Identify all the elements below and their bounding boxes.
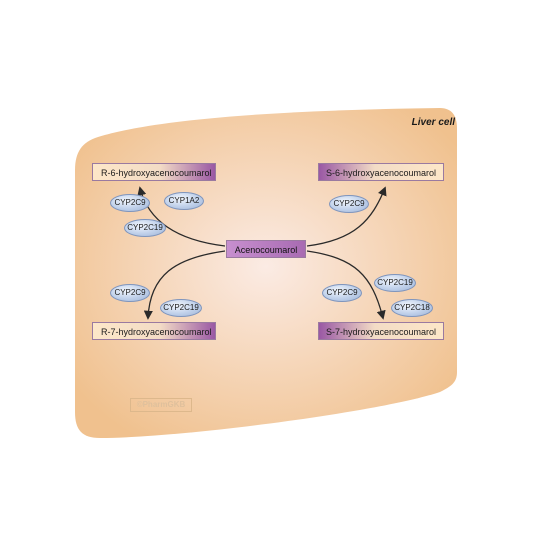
arrow-to-s6 [306,186,387,247]
cell-label: Liver cell [411,117,455,128]
enzyme-cyp2c9-s7: CYP2C9 [322,284,362,302]
enzyme-cyp2c9-r6: CYP2C9 [110,194,150,212]
enzyme-cyp2c18-s7: CYP2C18 [391,299,433,317]
enzyme-cyp1a2-r6: CYP1A2 [164,192,204,210]
enzyme-cyp2c19-r6: CYP2C19 [124,219,166,237]
s7-hydroxy-node: S-7-hydroxyacenocoumarol [318,322,444,340]
enzyme-cyp2c19-r7: CYP2C19 [160,299,202,317]
arrow-to-r7 [143,250,226,320]
arrow-to-s7 [306,250,386,320]
liver-cell-membrane [75,108,457,438]
s6-hydroxy-node: S-6-hydroxyacenocoumarol [318,163,444,181]
r7-hydroxy-node: R-7-hydroxyacenocoumarol [92,322,216,340]
r6-hydroxy-node: R-6-hydroxyacenocoumarol [92,163,216,181]
enzyme-cyp2c9-r7: CYP2C9 [110,284,150,302]
enzyme-cyp2c19-s7: CYP2C19 [374,274,416,292]
enzyme-cyp2c9-s6: CYP2C9 [329,195,369,213]
pharmgkb-watermark: ©PharmGKB [130,398,192,412]
acenocoumarol-node: Acenocoumarol [226,240,306,258]
